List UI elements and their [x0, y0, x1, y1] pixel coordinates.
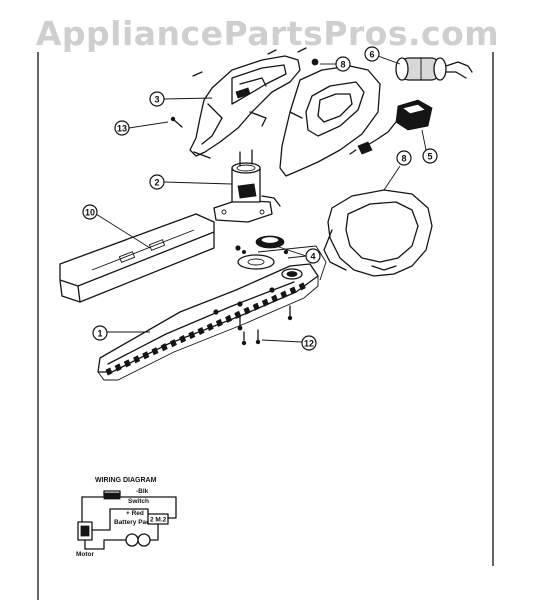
callout-8b: 8	[396, 150, 412, 166]
blade-teeth	[105, 282, 306, 376]
callout-label-10: 10	[85, 208, 95, 218]
blade-cover	[59, 213, 215, 303]
watermark-text: AppliancePartsPros.com	[35, 14, 500, 53]
wiring-diagram: WIRING DIAGRAM -Blk Switch + Red Battery…	[76, 477, 177, 558]
wiring-title: WIRING DIAGRAM	[95, 477, 157, 484]
wiring-motor-label: Motor	[76, 551, 95, 558]
wiring-switch-label: Switch	[128, 498, 149, 505]
callout-1: 1	[92, 325, 108, 341]
callout-5: 5	[422, 148, 438, 164]
connector-left-symbol	[125, 533, 139, 547]
motor-assembly	[213, 149, 281, 223]
callout-label-6: 6	[369, 50, 374, 60]
callout-label-13: 13	[117, 124, 127, 134]
callout-label-2: 2	[154, 178, 159, 188]
leader-lines	[95, 55, 427, 343]
blade-screws	[237, 305, 293, 346]
callout-label-1: 1	[97, 329, 102, 339]
callout-3: 3	[149, 91, 165, 107]
callout-label-8b: 8	[401, 154, 406, 164]
callout-8a: 8	[335, 56, 351, 72]
switch-symbol	[103, 492, 121, 500]
callout-12: 12	[301, 335, 317, 351]
callout-label-3: 3	[154, 95, 159, 105]
battery-pack	[395, 57, 473, 81]
wiring-blk-label: -Blk	[136, 488, 149, 495]
front-handle-guard	[323, 189, 433, 277]
callout-label-5: 5	[427, 152, 432, 162]
callout-4: 4	[305, 248, 321, 264]
gear-assembly	[235, 235, 289, 270]
screws-top	[170, 47, 319, 128]
wiring-box-label: 2 M.2	[150, 517, 167, 524]
wiring-red-label: + Red	[126, 510, 144, 517]
callout-label-12: 12	[304, 339, 314, 349]
callout-6: 6	[364, 46, 380, 62]
callout-label-8a: 8	[340, 60, 345, 70]
blade-assembly	[97, 245, 327, 381]
connector-right-symbol	[137, 533, 151, 547]
callout-2: 2	[149, 174, 165, 190]
wiring-battery-label: Battery Pack	[114, 519, 154, 526]
callout-label-4: 4	[310, 252, 315, 262]
callout-13: 13	[114, 120, 130, 136]
handle-housing-right	[279, 65, 381, 177]
charger	[349, 99, 433, 155]
handle-housing-left	[189, 55, 301, 159]
callout-10: 10	[82, 204, 98, 220]
